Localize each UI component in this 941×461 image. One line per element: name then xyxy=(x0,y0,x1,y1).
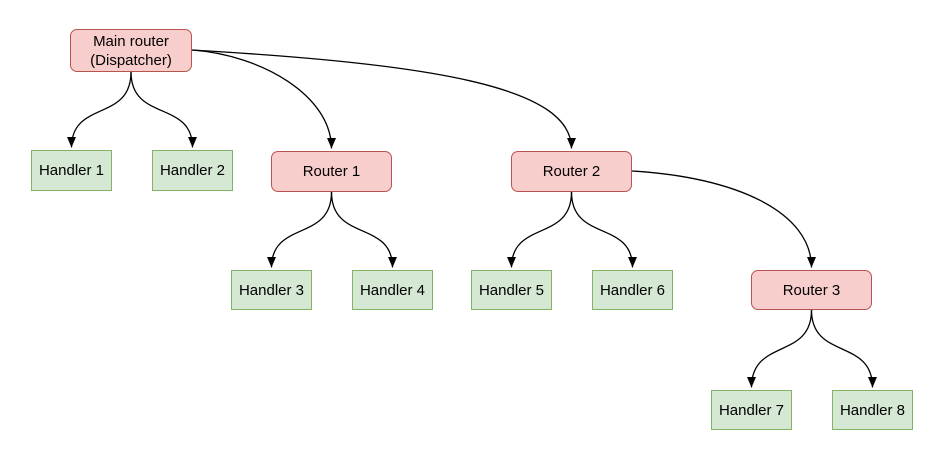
edge-main-router-to-handler-2 xyxy=(130,71,197,148)
node-handler-1-label: Handler 1 xyxy=(38,162,105,179)
edge-main-router-to-router-1 xyxy=(191,49,336,149)
node-handler-6: Handler 6 xyxy=(592,270,673,310)
node-router-2-label: Router 2 xyxy=(542,163,601,180)
node-main-router-label: Main router (Dispatcher) xyxy=(90,32,172,69)
edge-router-2-to-router-3 xyxy=(631,170,816,268)
node-router-3-label: Router 3 xyxy=(782,281,841,299)
edge-router-3-to-handler-8 xyxy=(810,309,877,388)
node-handler-3: Handler 3 xyxy=(231,270,312,310)
node-handler-3-label: Handler 3 xyxy=(238,281,305,299)
edge-router-1-to-handler-4 xyxy=(330,191,397,268)
node-handler-7-label: Handler 7 xyxy=(718,401,785,419)
node-handler-2-label: Handler 2 xyxy=(159,162,226,179)
edge-main-router-to-handler-1 xyxy=(67,71,132,148)
node-router-1-label: Router 1 xyxy=(302,163,361,180)
edge-router-2-to-handler-6 xyxy=(570,191,637,268)
node-handler-5: Handler 5 xyxy=(471,270,552,310)
node-handler-4-label: Handler 4 xyxy=(359,281,426,299)
node-handler-5-label: Handler 5 xyxy=(478,281,545,299)
node-handler-7: Handler 7 xyxy=(711,390,792,430)
edge-main-router-to-router-2 xyxy=(191,49,576,149)
node-router-2: Router 2 xyxy=(511,151,632,192)
node-router-1: Router 1 xyxy=(271,151,392,192)
edge-router-2-to-handler-5 xyxy=(507,191,573,268)
node-router-3: Router 3 xyxy=(751,270,872,310)
node-handler-1: Handler 1 xyxy=(31,150,112,191)
node-handler-4: Handler 4 xyxy=(352,270,433,310)
edge-router-1-to-handler-3 xyxy=(267,191,333,268)
node-handler-2: Handler 2 xyxy=(152,150,233,191)
node-handler-8-label: Handler 8 xyxy=(839,401,906,419)
node-handler-8: Handler 8 xyxy=(832,390,913,430)
edge-router-3-to-handler-7 xyxy=(747,309,813,388)
node-main-router: Main router (Dispatcher) xyxy=(70,29,192,72)
node-handler-6-label: Handler 6 xyxy=(599,281,666,299)
